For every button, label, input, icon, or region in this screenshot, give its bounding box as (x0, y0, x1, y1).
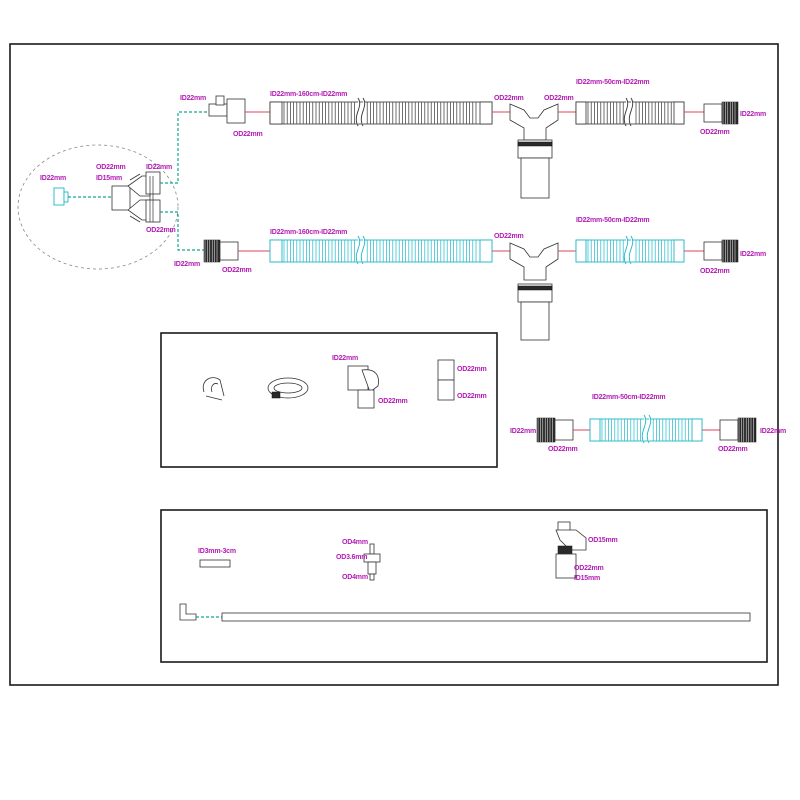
label-conn-od-top: OD22mm (457, 366, 487, 373)
label-top-port-od: OD22mm (233, 131, 263, 138)
label-elbow-od: OD22mm (378, 398, 408, 405)
catheter-mount (555, 521, 587, 579)
label-catheter-od: OD15mm (588, 537, 618, 544)
label-bot-tube1-spec: ID22mm-160cm-ID22mm (270, 229, 347, 236)
extension-left-cuff (536, 417, 574, 443)
label-top-end-od: OD22mm (700, 129, 730, 136)
label-top-trap-od-left: OD22mm (494, 95, 524, 102)
label-y-od-bottom: OD22mm (146, 227, 176, 234)
label-ext-left-id: ID22mm (510, 428, 536, 435)
label-top-trap-od-right: OD22mm (544, 95, 574, 102)
luer-cap (363, 543, 381, 581)
bottom-end-cuff (703, 239, 739, 263)
label-ext-left-od: OD22mm (548, 446, 578, 453)
extension-right-cuff (719, 417, 757, 443)
label-elbow-id: ID22mm (332, 355, 358, 362)
elbow-connector (347, 365, 379, 409)
top-water-trap (509, 103, 559, 199)
label-bot-cuff-id: ID22mm (174, 261, 200, 268)
label-top-tube1-spec: ID22mm-160cm-ID22mm (270, 91, 347, 98)
label-mask-id: ID22mm (40, 175, 66, 182)
label-top-end-id: ID22mm (740, 111, 766, 118)
sampling-line (179, 603, 751, 622)
label-cap-od-top: OD4mm (342, 539, 368, 546)
mask-connector (53, 187, 69, 206)
label-top-port-id: ID22mm (180, 95, 206, 102)
label-y-id-top: ID22mm (146, 164, 172, 171)
label-bot-tube2-spec: ID22mm-50cm-ID22mm (576, 217, 649, 224)
label-cap-od-bottom: OD4mm (342, 574, 368, 581)
top-end-cuff (703, 101, 739, 125)
tube-clip-small (202, 377, 225, 401)
accessories-box (160, 332, 498, 468)
straight-connector (437, 359, 455, 401)
label-cap-od-mid: OD3.6mm (336, 554, 367, 561)
small-tube (199, 559, 231, 568)
label-conn-od-bottom: OD22mm (457, 393, 487, 400)
label-top-tube2-spec: ID22mm-50cm-ID22mm (576, 79, 649, 86)
tube-corrugations (204, 97, 754, 444)
bottom-start-cuff (203, 239, 239, 263)
label-bot-cuff-od: OD22mm (222, 267, 252, 274)
sampling-box (160, 509, 768, 663)
label-y-od-top: OD22mm (96, 164, 126, 171)
label-bot-end-id: ID22mm (740, 251, 766, 258)
top-sample-port (208, 95, 246, 124)
label-ext-right-od: OD22mm (718, 446, 748, 453)
tube-clip-large (267, 377, 309, 399)
label-catheter-od-lower: OD22mm (574, 565, 604, 572)
label-small-tube-spec: ID3mm-3cm (198, 548, 236, 555)
label-ext-tube-spec: ID22mm-50cm-ID22mm (592, 394, 665, 401)
y-piece-detail-circle (17, 144, 179, 270)
label-ext-right-id: ID22mm (760, 428, 786, 435)
y-piece (111, 171, 161, 223)
label-bot-end-od: OD22mm (700, 268, 730, 275)
label-y-id-mid: ID15mm (96, 175, 122, 182)
label-catheter-id-lower: ID15mm (574, 575, 600, 582)
label-bot-trap-od-left: OD22mm (494, 233, 524, 240)
outer-frame (9, 43, 779, 686)
bottom-water-trap (509, 242, 559, 341)
